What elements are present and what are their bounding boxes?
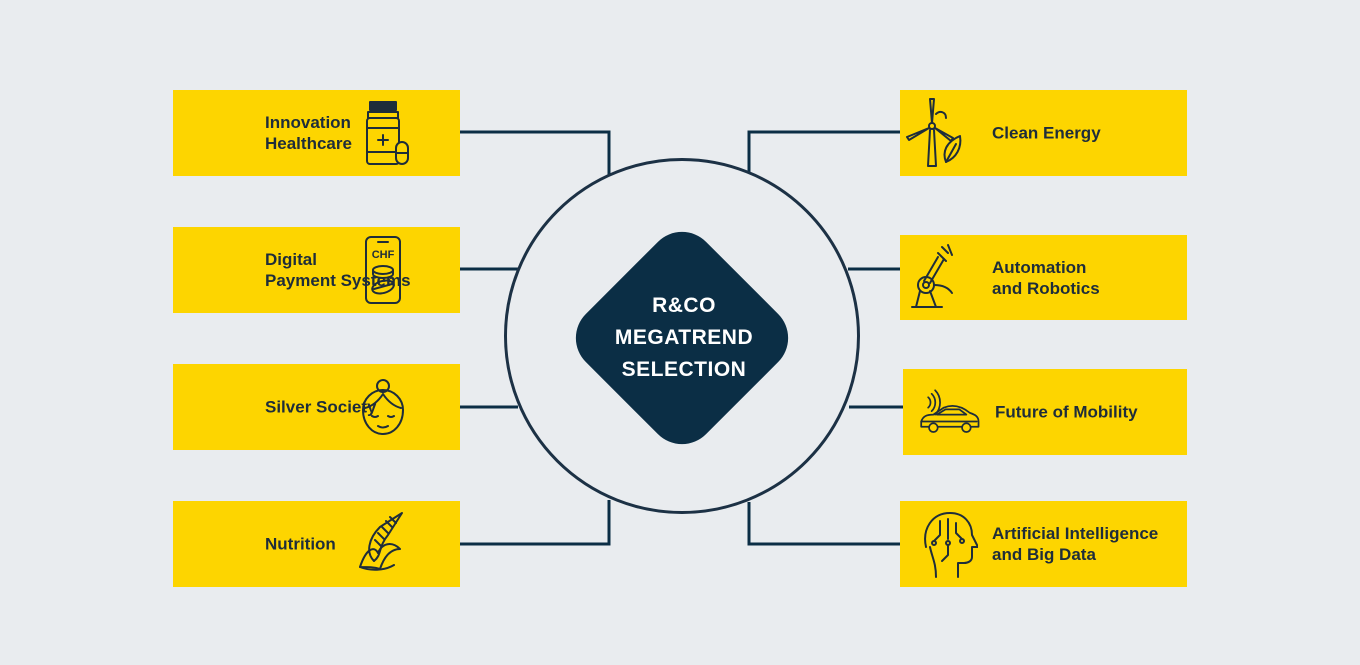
- trend-label-mobility: Future of Mobility: [995, 402, 1138, 422]
- trend-card-mobility[interactable]: Future of Mobility: [903, 369, 1187, 455]
- robot-arm-icon: [900, 241, 966, 315]
- ai-head-icon: [912, 507, 978, 581]
- trend-label-digital-payment: Digital Payment Systems: [265, 250, 411, 290]
- trend-card-innovation-healthcare[interactable]: Innovation Healthcare: [173, 90, 460, 176]
- corn-icon: [350, 507, 416, 581]
- trend-label-nutrition: Nutrition: [265, 534, 336, 554]
- trend-card-ai[interactable]: Artificial Intelligence and Big Data: [900, 501, 1187, 587]
- elderly-face-icon: [350, 370, 416, 444]
- center-title-line-3: SELECTION: [621, 358, 747, 381]
- center-title: R&CO MEGATREND SELECTION: [584, 290, 784, 386]
- trend-card-automation[interactable]: Automation and Robotics: [900, 235, 1187, 320]
- mobile-payment-icon: CHF: [350, 233, 416, 307]
- connector-ai: [747, 502, 900, 546]
- trend-label-clean-energy: Clean Energy: [992, 123, 1101, 143]
- connector-innovation-healthcare: [460, 130, 611, 176]
- trend-label-silver-society: Silver Society: [265, 397, 377, 417]
- connector-nutrition: [460, 500, 611, 546]
- trend-card-clean-energy[interactable]: Clean Energy: [900, 90, 1187, 176]
- trend-card-silver-society[interactable]: Silver Society: [173, 364, 460, 450]
- connected-car-icon: [911, 375, 987, 449]
- svg-text:CHF: CHF: [372, 249, 395, 261]
- connector-clean-energy: [747, 130, 900, 172]
- trend-label-ai: Artificial Intelligence and Big Data: [992, 524, 1159, 564]
- trend-card-nutrition[interactable]: Nutrition: [173, 501, 460, 587]
- wind-turbine-icon: [900, 96, 966, 170]
- center-title-line-1: R&CO: [652, 294, 716, 317]
- trend-label-innovation-healthcare: Innovation Healthcare: [265, 113, 352, 153]
- trend-card-digital-payment[interactable]: CHF Digital Payment Systems: [173, 227, 460, 313]
- center-title-line-2: MEGATREND: [614, 326, 754, 349]
- medicine-bottle-icon: [350, 96, 416, 170]
- trend-label-automation: Automation and Robotics: [992, 257, 1100, 298]
